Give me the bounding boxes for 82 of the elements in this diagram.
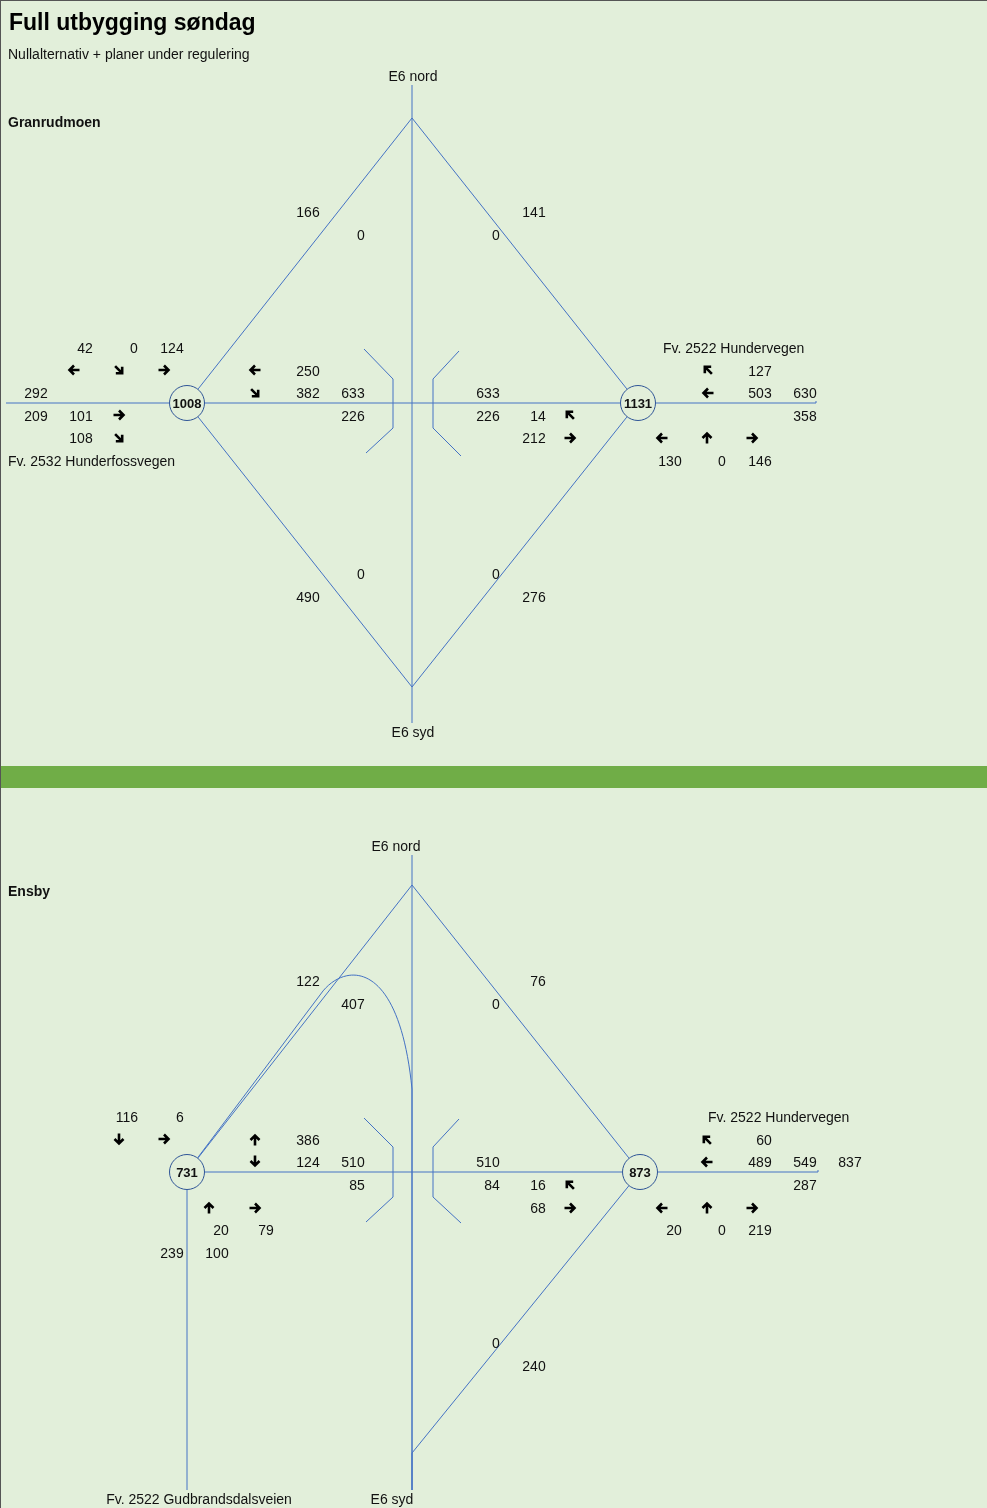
traffic-count: 122 [296, 974, 320, 988]
traffic-count: 226 [476, 409, 500, 423]
traffic-count: 60 [756, 1133, 772, 1147]
title: Full utbygging søndag [9, 9, 256, 36]
traffic-count: 287 [793, 1178, 817, 1192]
traffic-count: 101 [69, 409, 93, 423]
road-line [411, 84, 413, 724]
traffic-count: 490 [296, 590, 320, 604]
road-line [197, 974, 413, 1491]
traffic-count: 219 [748, 1223, 772, 1237]
traffic-count: 510 [476, 1155, 500, 1169]
traffic-count: 68 [530, 1201, 546, 1215]
traffic-count: 116 [115, 1110, 139, 1124]
traffic-count: 76 [530, 974, 546, 988]
traffic-count: 837 [838, 1155, 862, 1169]
road-name: E6 nord [371, 838, 421, 854]
traffic-count: 79 [258, 1223, 274, 1237]
traffic-count: 127 [748, 364, 772, 378]
subtitle: Nullalternativ + planer under regulering [8, 47, 250, 61]
road-name: E6 nord [388, 68, 438, 84]
traffic-count: 0 [357, 567, 365, 581]
road-line [204, 1171, 623, 1173]
traffic-count: 20 [213, 1223, 229, 1237]
traffic-count: 240 [522, 1359, 546, 1373]
traffic-count: 6 [176, 1110, 184, 1124]
traffic-count: 510 [341, 1155, 365, 1169]
road-name: Fv. 2522 Hundervegen [663, 341, 805, 355]
road-line [197, 117, 628, 390]
site-name: Granrudmoen [8, 115, 101, 129]
traffic-count: 489 [748, 1155, 772, 1169]
traffic-count: 239 [160, 1246, 184, 1260]
traffic-count: 358 [793, 409, 817, 423]
road-name: E6 syd [391, 724, 435, 740]
traffic-count: 250 [296, 364, 320, 378]
traffic-count: 503 [748, 386, 772, 400]
traffic-count: 226 [341, 409, 365, 423]
traffic-count: 276 [522, 590, 546, 604]
traffic-count: 146 [748, 454, 772, 468]
road-name: Fv. 2522 Hundervegen [708, 1110, 850, 1124]
traffic-count: 630 [793, 385, 817, 401]
traffic-count: 0 [492, 567, 500, 581]
traffic-count: 130 [658, 454, 682, 468]
traffic-count: 0 [357, 228, 365, 242]
traffic-count: 100 [205, 1246, 229, 1260]
traffic-count: 0 [130, 341, 138, 355]
section-divider-band [1, 766, 987, 788]
road-line [204, 402, 621, 404]
traffic-count: 124 [160, 341, 184, 355]
traffic-count: 124 [296, 1155, 320, 1169]
traffic-count: 0 [492, 997, 500, 1011]
traffic-count: 0 [492, 1336, 500, 1350]
traffic-count: 209 [24, 409, 48, 423]
traffic-count: 166 [296, 205, 320, 219]
traffic-count: 212 [522, 431, 546, 445]
traffic-count: 549 [793, 1154, 817, 1170]
road-line [197, 884, 630, 1159]
traffic-count: 20 [666, 1223, 682, 1237]
traffic-count: 0 [718, 454, 726, 468]
traffic-count: 386 [296, 1133, 320, 1147]
road-line [186, 1189, 188, 1491]
road-name: Fv. 2532 Hunderfossvegen [8, 454, 176, 468]
traffic-count: 292 [24, 386, 48, 400]
road-line [197, 416, 628, 688]
traffic-count: 85 [349, 1178, 365, 1192]
traffic-count: 0 [492, 228, 500, 242]
traffic-count: 16 [530, 1178, 546, 1192]
traffic-count: 407 [341, 997, 365, 1011]
road-line [655, 400, 817, 404]
site-name: Ensby [8, 884, 50, 898]
traffic-count: 633 [341, 386, 365, 400]
road-name: Fv. 2522 Gudbrandsdalsveien [106, 1491, 292, 1507]
road-name: E6 syd [370, 1491, 414, 1507]
traffic-count: 382 [296, 386, 320, 400]
road-line [657, 1169, 819, 1173]
traffic-count: 141 [522, 205, 546, 219]
road-line [5, 402, 170, 404]
traffic-count: 84 [484, 1178, 500, 1192]
traffic-count: 14 [530, 409, 546, 423]
traffic-count: 633 [476, 386, 500, 400]
traffic-count: 0 [718, 1223, 726, 1237]
traffic-count: 42 [77, 341, 93, 355]
traffic-count: 108 [69, 431, 93, 445]
